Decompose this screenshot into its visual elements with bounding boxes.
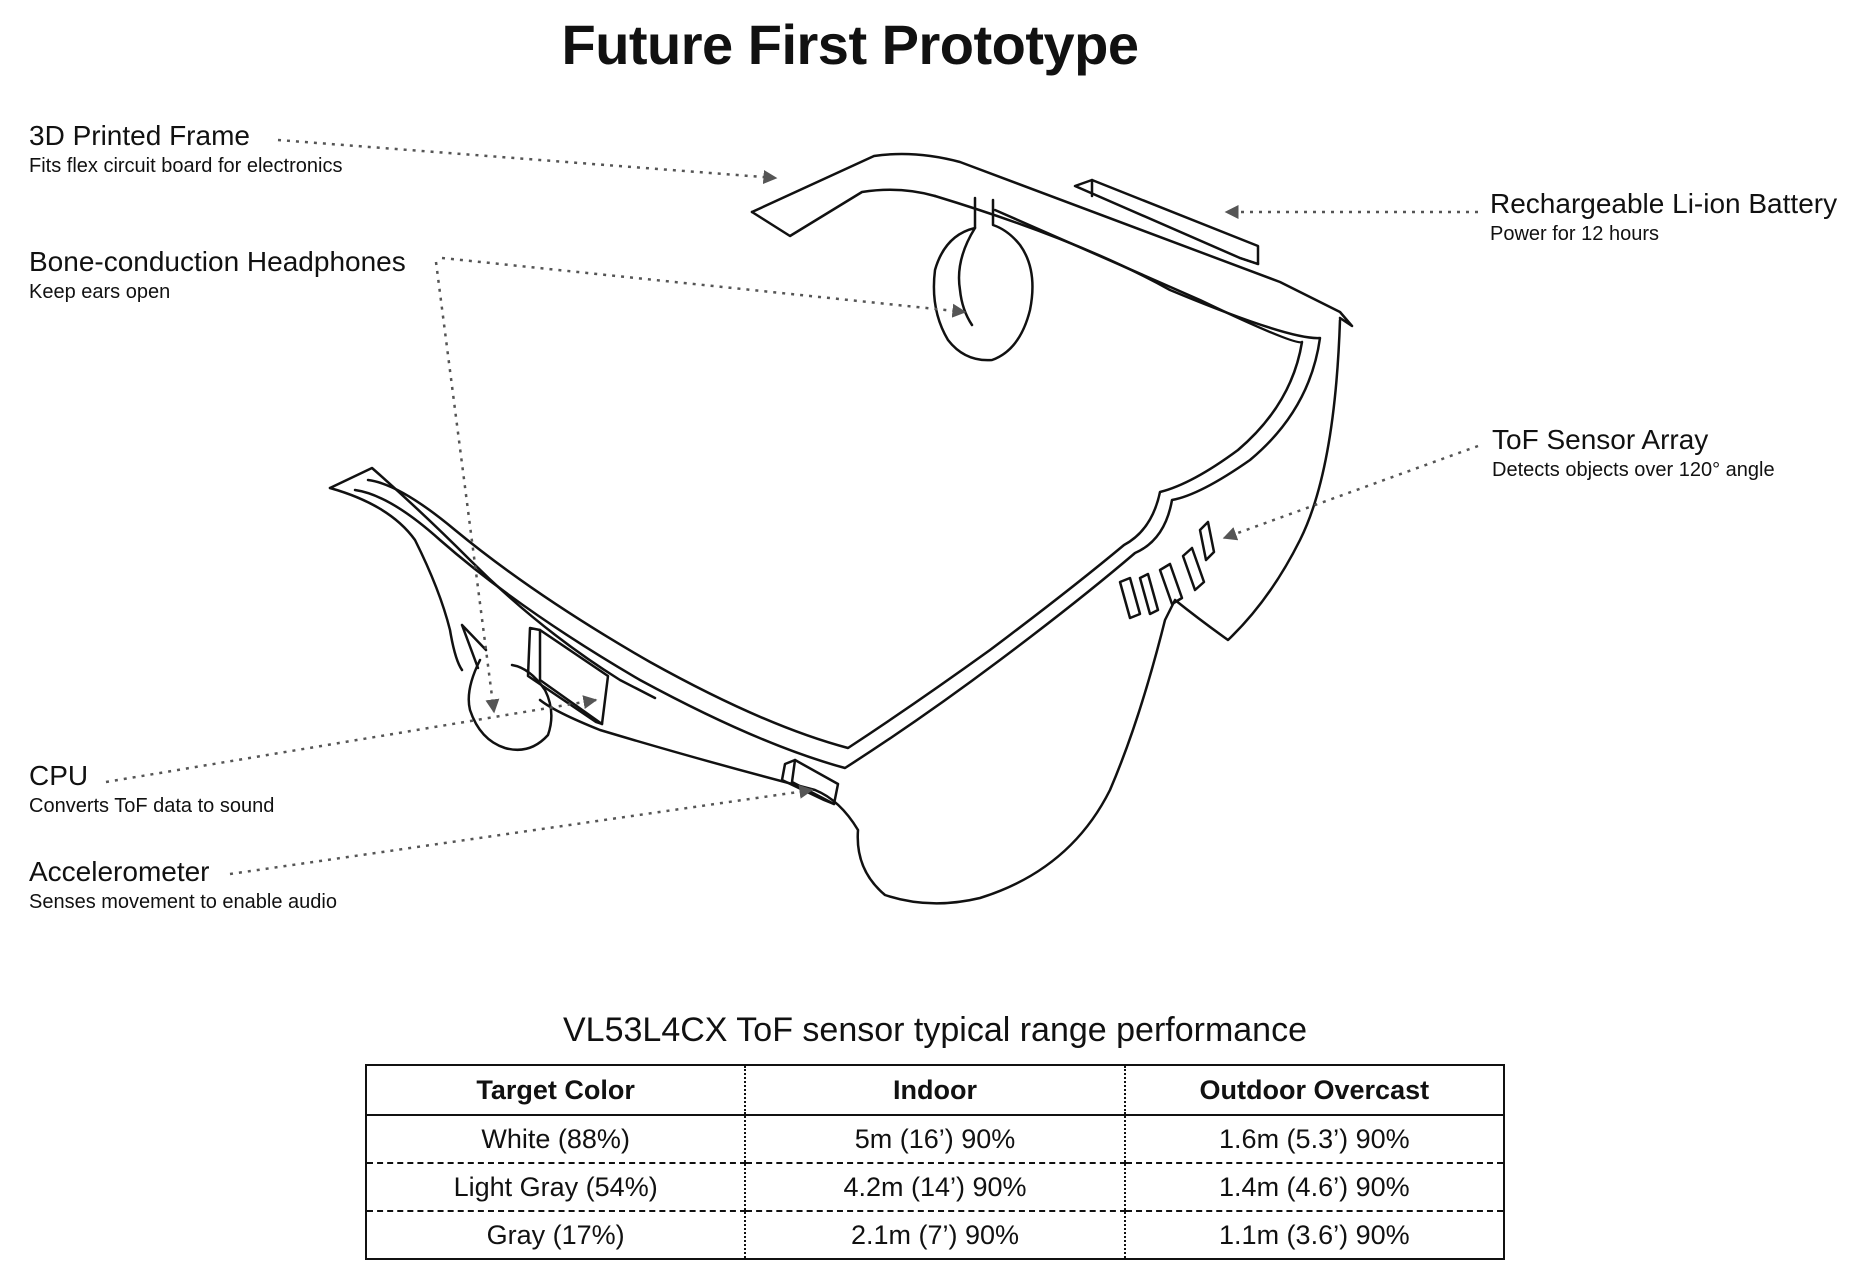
page-title: Future First Prototype — [561, 13, 1139, 76]
tof-sensor-array — [1118, 520, 1216, 620]
table-cell: 1.6m (5.3’) 90% — [1123, 1115, 1504, 1163]
far-temple-arm — [750, 152, 1354, 328]
callout-bone-conduction-headphones: Bone-conduction Headphones Keep ears ope… — [29, 246, 406, 304]
frame-band — [353, 194, 1322, 770]
table-cell: 1.1m (3.6’) 90% — [1123, 1210, 1504, 1259]
table-cell: White (88%) — [481, 1123, 630, 1154]
leader-headphones-near — [434, 261, 500, 714]
callout-title: Rechargeable Li-ion Battery — [1490, 188, 1838, 219]
header-target-color: Target Color — [366, 1065, 746, 1116]
far-earpiece — [932, 196, 1034, 362]
table-title: VL53L4CX ToF sensor typical range perfor… — [563, 1011, 1307, 1049]
callout-title: CPU — [29, 760, 89, 791]
front-lens — [538, 318, 1342, 905]
callout-tof-sensor-array: ToF Sensor Array Detects objects over 12… — [1492, 424, 1775, 482]
header-outdoor-overcast: Outdoor Overcast — [1123, 1065, 1504, 1116]
table-cell: 1.4m (4.6’) 90% — [1123, 1162, 1504, 1211]
callout-rechargeable-battery: Rechargeable Li-ion Battery Power for 12… — [1490, 188, 1837, 246]
table-cell: 5m (16’) 90% — [744, 1115, 1125, 1163]
table-row: White (88%) 5m (16’) 90% 1.6m (5.3’) 90% — [366, 1115, 1504, 1163]
callout-subtitle: Keep ears open — [29, 281, 171, 303]
callout-subtitle: Fits flex circuit board for electronics — [29, 155, 343, 177]
header-indoor: Indoor — [744, 1065, 1125, 1116]
callout-title: 3D Printed Frame — [29, 120, 250, 151]
callout-subtitle: Detects objects over 120° angle — [1492, 459, 1775, 481]
table-row: Gray (17%) 2.1m (7’) 90% 1.1m (3.6’) 90% — [366, 1210, 1504, 1259]
table-cell: 4.2m (14’) 90% — [744, 1162, 1125, 1211]
table-row: Light Gray (54%) 4.2m (14’) 90% 1.4m (4.… — [366, 1162, 1504, 1211]
range-performance-table: Target Color Indoor Outdoor Overcast Whi… — [365, 1064, 1505, 1260]
leader-tof — [1222, 444, 1479, 541]
table-cell: 2.1m (7’) 90% — [744, 1210, 1125, 1259]
left-temple-arm — [328, 466, 657, 700]
battery-box — [1073, 178, 1260, 266]
callout-accelerometer: Accelerometer Senses movement to enable … — [29, 856, 337, 914]
table-header-row: Target Color Indoor Outdoor Overcast — [366, 1065, 1504, 1116]
table-cell: Light Gray (54%) — [366, 1162, 746, 1211]
leader-frame — [277, 138, 778, 185]
callout-title: Bone-conduction Headphones — [29, 246, 406, 277]
callout-3d-printed-frame: 3D Printed Frame Fits flex circuit board… — [29, 120, 342, 178]
callout-title: Accelerometer — [29, 856, 210, 887]
callout-cpu: CPU Converts ToF data to sound — [29, 760, 274, 818]
table-cell: Gray (17%) — [366, 1210, 746, 1259]
leader-headphones — [441, 256, 967, 318]
leader-cpu — [105, 695, 598, 784]
callout-subtitle: Converts ToF data to sound — [29, 795, 275, 817]
callout-title: ToF Sensor Array — [1492, 424, 1709, 455]
callout-subtitle: Senses movement to enable audio — [29, 891, 337, 913]
callout-subtitle: Power for 12 hours — [1490, 223, 1659, 245]
